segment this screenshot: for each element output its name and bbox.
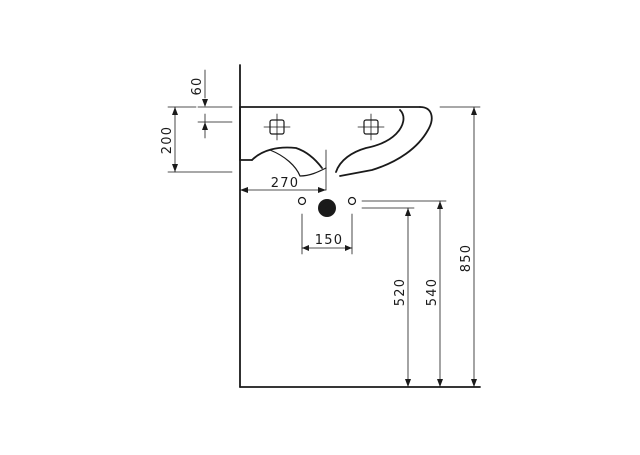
dimension-label-850: 850 xyxy=(459,244,474,272)
dimension-200: 200 xyxy=(160,106,233,173)
dimension-150: 150 xyxy=(301,213,353,255)
dimension-label-520: 520 xyxy=(393,278,408,306)
tap-hole-left xyxy=(263,113,291,141)
dimension-60: 60 xyxy=(190,69,233,139)
fixing-points xyxy=(297,196,357,217)
wall-outline xyxy=(239,64,481,388)
dimension-850: 850 xyxy=(439,106,481,388)
dimension-label-200: 200 xyxy=(160,126,175,154)
dimension-label-270: 270 xyxy=(271,176,299,191)
dimension-520: 520 xyxy=(393,207,411,388)
basin-profile xyxy=(239,106,433,191)
dimension-label-540: 540 xyxy=(425,278,440,306)
dimension-label-60: 60 xyxy=(190,77,205,96)
dimension-270: 270 xyxy=(239,176,327,193)
dimension-540: 540 xyxy=(425,200,443,388)
waste-height-reference xyxy=(361,200,447,209)
dimension-label-150: 150 xyxy=(315,233,343,248)
tap-hole-right xyxy=(357,113,385,141)
